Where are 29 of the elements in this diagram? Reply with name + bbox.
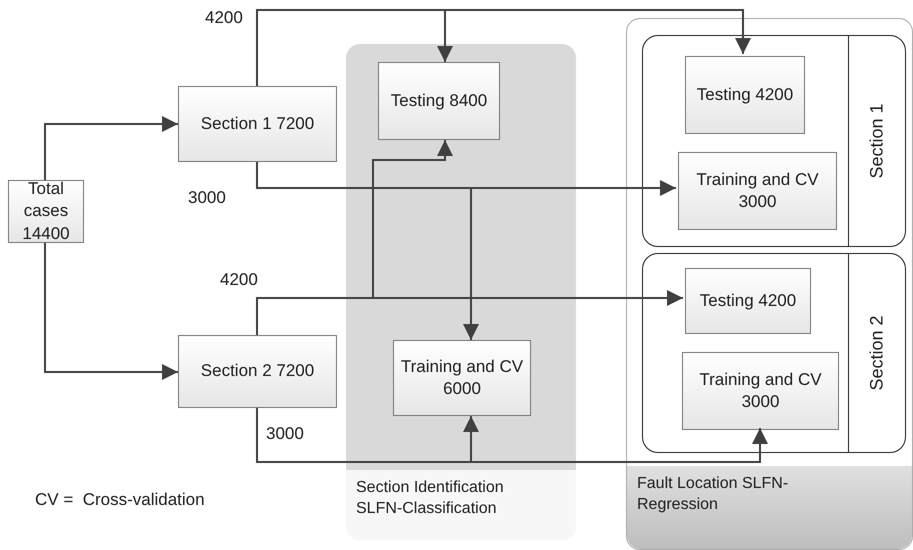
section-group — [642, 35, 906, 247]
section-label: Section 2 — [866, 315, 888, 391]
arrow — [44, 116, 178, 180]
process-box — [682, 352, 839, 430]
box-label: Total cases 14400 — [21, 178, 71, 245]
process-box — [393, 340, 531, 416]
box-label: Testing 8400 — [390, 90, 488, 112]
process-box — [8, 180, 84, 243]
box-label: Testing 4200 — [700, 290, 796, 312]
section-group — [642, 253, 906, 453]
box-label: Training and CV 3000 — [698, 368, 823, 413]
process-box — [178, 86, 337, 162]
process-box — [685, 268, 811, 334]
box-label: Training and CV 3000 — [695, 168, 820, 213]
classification-panel — [346, 44, 576, 540]
process-box — [178, 335, 337, 408]
box-label: Section 1 7200 — [200, 112, 314, 135]
box-label: Training and CV 6000 — [400, 356, 524, 400]
process-box — [685, 56, 805, 134]
panel-caption: Section Identification SLFN-Classification — [356, 478, 505, 519]
box-label: Section 2 7200 — [200, 360, 314, 382]
section-label: Section 1 — [866, 103, 888, 179]
process-box — [678, 152, 837, 230]
arrow — [44, 243, 178, 380]
process-box — [378, 62, 500, 140]
box-label: Testing 4200 — [696, 84, 794, 106]
regression-panel — [626, 18, 913, 550]
note: CV = Cross-validation — [35, 490, 205, 510]
panel-caption: Fault Location SLFN-Regression — [637, 474, 790, 515]
